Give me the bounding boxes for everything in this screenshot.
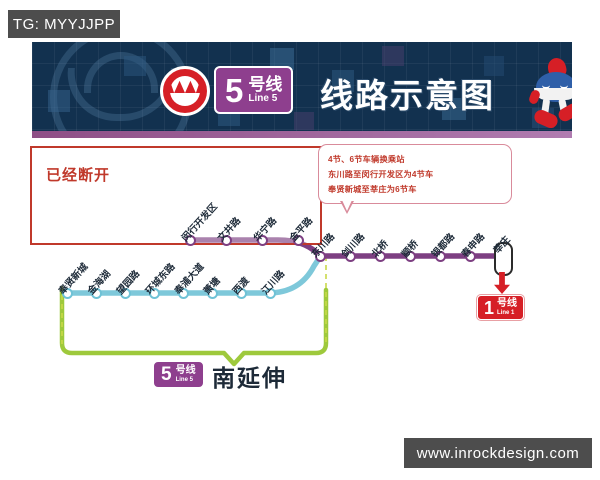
watermark-top-left: TG: MYYJJPP (8, 10, 120, 38)
banner-tile (124, 56, 146, 76)
station-dot[interactable] (149, 288, 160, 299)
banner-tile (442, 98, 466, 120)
banner-title: 线路示意图 (320, 77, 495, 114)
banner-tile (332, 70, 354, 92)
station-dot[interactable] (236, 288, 247, 299)
station-dot[interactable] (91, 288, 102, 299)
shanghai-metro-logo-icon (160, 66, 210, 116)
south-line-cn: 号线 (175, 365, 196, 377)
line-1-cn: 号线 (497, 298, 518, 310)
watermark-bottom-right: www.inrockdesign.com (404, 438, 592, 468)
station-dot[interactable] (185, 235, 196, 246)
station-dot[interactable] (221, 235, 232, 246)
station-dot[interactable] (257, 235, 268, 246)
callout-line-1: 4节、6节车辆换乘站 (328, 155, 405, 164)
callout-line-2: 东川路至闵行开发区为4节车 (328, 170, 434, 179)
station-dot[interactable] (120, 288, 131, 299)
line-1-number: 1 (484, 297, 495, 318)
route-diagram: 已经断开 4节、6节车辆换乘站 东川路至闵行开发区为4节车 奉贤新城至莘庄为6节… (0, 138, 600, 398)
line-1-badge[interactable]: 1 号线 Line 1 (477, 295, 525, 320)
station-dot[interactable] (293, 235, 304, 246)
line-1-en: Line 1 (497, 309, 515, 316)
station-dot[interactable] (345, 251, 356, 262)
south-line-number: 5 (161, 364, 172, 385)
station-dot[interactable] (465, 251, 476, 262)
callout-line-3: 奉贤新城至莘庄为6节车 (328, 185, 417, 194)
disconnect-label: 已经断开 (46, 167, 111, 184)
station-dot[interactable] (265, 288, 276, 299)
banner-tile (382, 46, 404, 66)
banner-tile (484, 56, 504, 76)
banner-tile (294, 112, 314, 130)
station-dot[interactable] (435, 251, 446, 262)
station-dot[interactable] (207, 288, 218, 299)
metro-mascot-icon (527, 56, 572, 131)
line-5-cn: 号线 (248, 75, 283, 95)
disconnect-box (30, 146, 322, 245)
line-5-badge: 5 号线 Line 5 (214, 66, 294, 114)
station-dot[interactable] (178, 288, 189, 299)
callout-tail-inner (341, 200, 352, 211)
station-dot-interchange[interactable] (315, 251, 326, 262)
train-length-callout: 4节、6节车辆换乘站 东川路至闵行开发区为4节车 奉贤新城至莘庄为6节车 (318, 144, 512, 204)
banner-underline (32, 131, 572, 138)
header-banner: 5 号线 Line 5 线路示意图 (32, 42, 572, 138)
station-dot[interactable] (405, 251, 416, 262)
line-5-number: 5 (225, 71, 244, 109)
station-dot[interactable] (62, 288, 73, 299)
banner-tile (270, 48, 294, 70)
station-dot[interactable] (375, 251, 386, 262)
banner-ghost-logo-peak-icon (84, 52, 158, 93)
south-extension-title: 南延伸 (212, 365, 287, 391)
line-5-en: Line 5 (248, 92, 278, 104)
south-extension-badge: 5 号线 Line 5 (152, 360, 205, 389)
banner-tile (48, 90, 70, 112)
south-line-en: Line 5 (175, 376, 193, 383)
